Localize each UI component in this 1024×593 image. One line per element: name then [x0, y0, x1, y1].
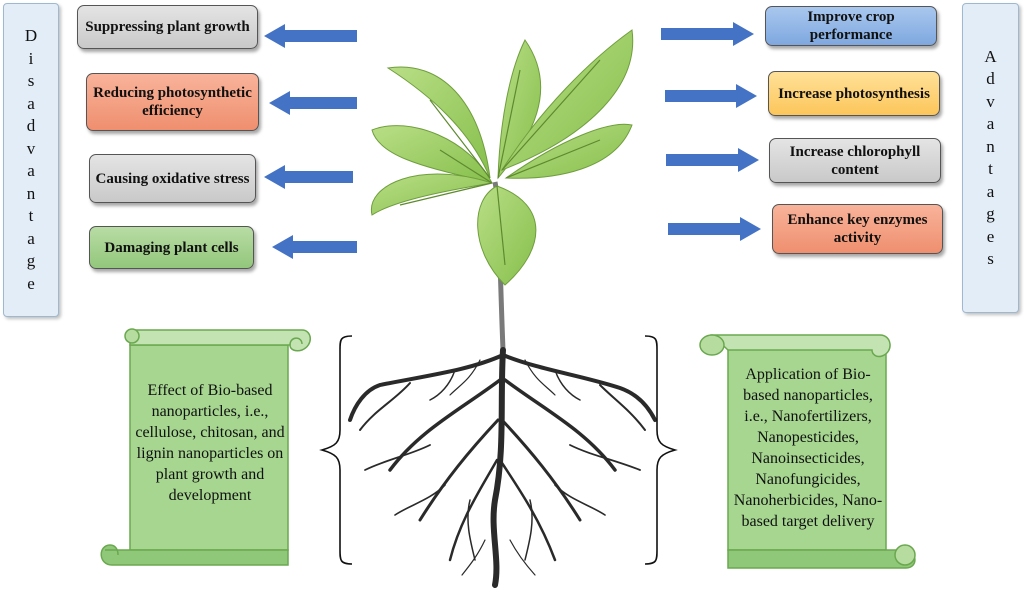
- side-letter: v: [986, 91, 995, 111]
- box-enhance-key-enzymes-activity: Enhance key enzymes activity: [772, 204, 943, 254]
- side-letter: g: [26, 251, 36, 270]
- side-letter: a: [986, 181, 995, 201]
- side-letter: e: [986, 226, 995, 246]
- box-increase-chlorophyll-content: Increase chlorophyll content: [769, 138, 941, 183]
- right-arrows: [661, 22, 761, 241]
- side-letter: e: [27, 273, 35, 293]
- side-letter: n: [26, 183, 36, 203]
- side-letter: s: [27, 71, 35, 90]
- leaf: [370, 173, 493, 216]
- side-letter: d: [986, 69, 995, 88]
- side-letter: a: [986, 114, 995, 133]
- leaf: [386, 66, 491, 179]
- side-letter: i: [28, 48, 34, 68]
- right-scroll: [699, 334, 916, 569]
- side-letter: a: [27, 161, 35, 180]
- arrow-right-3: [666, 148, 759, 172]
- right-scroll-text: Application of Bio-based nanoparticles, …: [733, 366, 883, 530]
- side-letter: D: [24, 26, 38, 45]
- side-letter: d: [26, 116, 36, 135]
- side-letter: n: [986, 136, 995, 156]
- plant-leaves: [370, 29, 634, 286]
- box-reducing-photosynthetic-efficiency: Reducing photosynthetic efficiency: [86, 73, 259, 131]
- left-scroll: [100, 328, 311, 566]
- side-letter: g: [986, 204, 995, 223]
- side-letter: t: [988, 159, 993, 178]
- side-letter: v: [26, 138, 36, 158]
- box-improve-crop-performance: Improve crop performance: [765, 6, 937, 46]
- box-causing-oxidative-stress: Causing oxidative stress: [89, 154, 256, 203]
- leaf: [477, 185, 537, 286]
- side-letter: t: [28, 206, 34, 225]
- arrow-left-4: [272, 235, 357, 259]
- arrow-left-1: [264, 24, 357, 48]
- box-suppressing-plant-growth: Suppressing plant growth: [77, 5, 258, 49]
- box-increase-photosynthesis: Increase photosynthesis: [768, 71, 940, 116]
- side-letter: A: [984, 46, 997, 66]
- left-arrows: [264, 24, 357, 259]
- side-letter: s: [987, 249, 994, 268]
- arrow-left-3: [264, 165, 353, 189]
- leaf: [371, 125, 493, 184]
- arrow-right-2: [665, 84, 757, 108]
- left-brace: [319, 335, 353, 565]
- side-letter: a: [27, 228, 35, 248]
- left-scroll-text: Effect of Bio-based nanoparticles, i.e.,…: [135, 382, 285, 504]
- plant-roots: [348, 347, 657, 588]
- arrow-left-2: [269, 91, 357, 115]
- right-brace: [644, 335, 678, 565]
- arrow-right-4: [668, 217, 761, 241]
- side-letter: a: [27, 93, 35, 113]
- arrow-right-1: [661, 22, 754, 46]
- box-damaging-plant-cells: Damaging plant cells: [89, 226, 254, 269]
- leaf: [500, 29, 634, 172]
